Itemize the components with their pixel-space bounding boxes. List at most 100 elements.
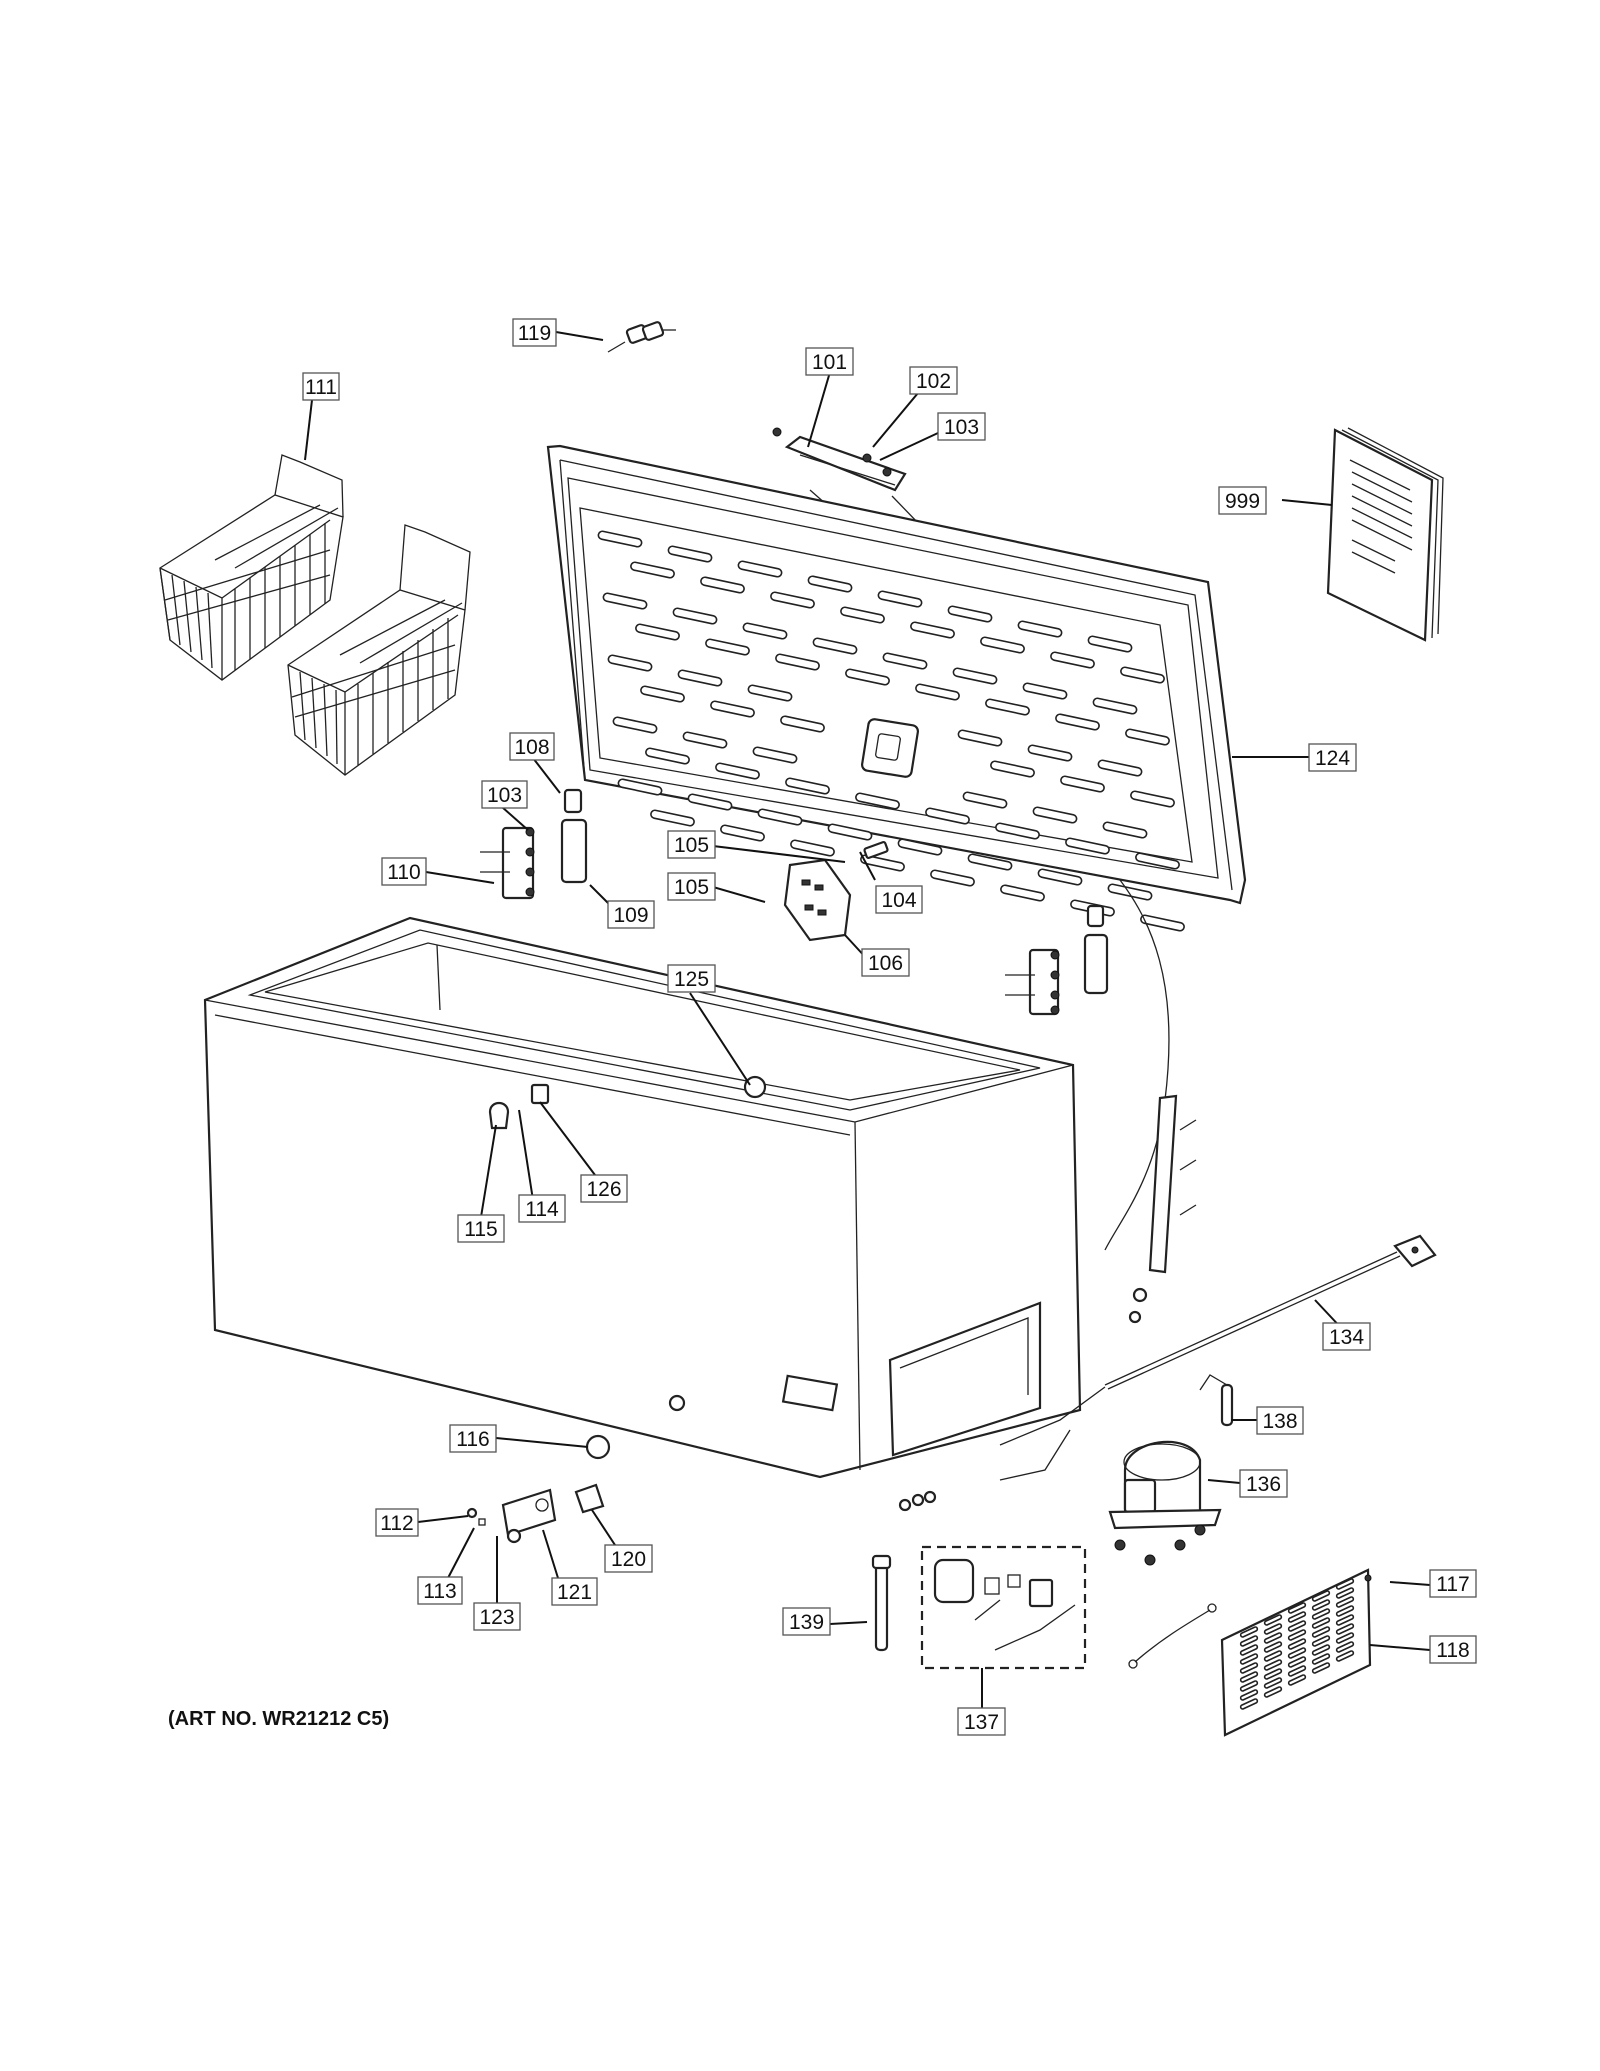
- svg-text:138: 138: [1262, 1410, 1297, 1433]
- grille-vent-slot: [1263, 1614, 1283, 1626]
- lid-part: [546, 444, 1247, 1251]
- grille-vent-slot: [1335, 1587, 1355, 1599]
- callout-112: 112: [375, 1508, 419, 1537]
- svg-text:108: 108: [514, 736, 549, 759]
- svg-text:999: 999: [1225, 490, 1260, 513]
- lid-vent-slot: [602, 592, 648, 610]
- lid-vent-slot: [1135, 852, 1180, 870]
- callout-103-top: 103: [937, 412, 986, 441]
- grille-vent-slot: [1239, 1626, 1259, 1638]
- callout-136: 136: [1239, 1469, 1288, 1498]
- lid-vent-slot: [1097, 759, 1143, 777]
- callout-134: 134: [1322, 1322, 1371, 1351]
- grille-vent-slot: [1239, 1698, 1259, 1710]
- svg-text:113: 113: [423, 1580, 456, 1603]
- svg-text:120: 120: [611, 1548, 646, 1571]
- svg-text:114: 114: [525, 1198, 559, 1221]
- lid-vent-slot: [687, 793, 733, 811]
- electrical-kit-part: [920, 1545, 1087, 1670]
- back-grille-part: [1128, 1568, 1372, 1737]
- grille-vent-slot: [1239, 1671, 1259, 1683]
- lid-vent-slot: [710, 700, 755, 718]
- lid-vent-slot: [840, 606, 885, 624]
- lid-vent-slot: [1087, 635, 1133, 653]
- grille-vent-slot: [1263, 1668, 1283, 1680]
- callout-104: 104: [875, 885, 923, 914]
- condenser-tube-part: [999, 1234, 1437, 1481]
- leader-lines: [304, 331, 1431, 1708]
- grille-vent-slot: [1287, 1665, 1307, 1677]
- callout-101: 101: [805, 347, 854, 376]
- lid-vent-slot: [930, 869, 975, 887]
- callout-137: 137: [957, 1707, 1006, 1736]
- lid-vent-slot: [635, 623, 680, 641]
- grille-vent-slot: [1311, 1653, 1331, 1665]
- callout-139: 139: [782, 1607, 831, 1636]
- grille-vent-slot: [1335, 1632, 1355, 1644]
- lid-vent-slot: [1120, 666, 1165, 684]
- lid-vent-slot: [807, 575, 853, 593]
- lid-vent-slot: [1107, 883, 1153, 901]
- svg-text:119: 119: [518, 322, 551, 345]
- lid-vent-slot: [775, 653, 820, 671]
- callout-110: 110: [381, 857, 427, 886]
- svg-text:106: 106: [868, 952, 903, 975]
- svg-text:125: 125: [674, 968, 709, 991]
- callout-116: 116: [449, 1424, 497, 1453]
- svg-text:103: 103: [944, 416, 979, 439]
- lid-vent-slot: [1065, 837, 1110, 855]
- callout-109: 109: [607, 900, 655, 929]
- lid-vent-slot: [770, 591, 815, 609]
- svg-text:123: 123: [479, 1606, 514, 1629]
- callout-102: 102: [909, 366, 958, 395]
- grille-vent-slot: [1239, 1662, 1259, 1674]
- callout-121: 121: [551, 1577, 598, 1606]
- svg-text:109: 109: [613, 904, 648, 927]
- grille-vent-slot: [1311, 1626, 1331, 1638]
- power-cord-part: [871, 1554, 892, 1652]
- callout-113: 113: [417, 1576, 463, 1605]
- lid-vent-slot: [812, 637, 858, 655]
- lid-vent-slot: [915, 683, 960, 701]
- svg-text:121: 121: [557, 1581, 592, 1604]
- lid-vent-slot: [980, 636, 1025, 654]
- svg-text:105: 105: [674, 834, 709, 857]
- grille-vent-slot: [1239, 1635, 1259, 1647]
- lid-vent-slot: [645, 747, 690, 765]
- lid-vent-slot: [1092, 697, 1138, 715]
- lid-vent-slot: [1032, 806, 1078, 824]
- grille-vent-slot: [1335, 1623, 1355, 1635]
- callout-114: 114: [518, 1194, 566, 1223]
- callout-115: 115: [457, 1214, 505, 1243]
- lid-handle-part: [772, 427, 921, 526]
- lid-vent-slot: [700, 576, 745, 594]
- callout-119: 119: [512, 318, 557, 347]
- grille-vent-slots: [1239, 1578, 1355, 1710]
- svg-text:104: 104: [881, 889, 916, 912]
- svg-text:118: 118: [1436, 1639, 1469, 1662]
- svg-text:134: 134: [1329, 1326, 1364, 1349]
- lid-vent-slot: [677, 669, 723, 687]
- callout-105-top: 105: [667, 830, 716, 859]
- lid-vent-slot: [1000, 884, 1045, 902]
- svg-text:124: 124: [1315, 747, 1350, 770]
- lid-vent-slot: [757, 808, 803, 826]
- callout-117: 117: [1429, 1569, 1477, 1598]
- grille-vent-slot: [1311, 1644, 1331, 1656]
- lid-vent-slot: [672, 607, 718, 625]
- svg-text:137: 137: [964, 1711, 999, 1734]
- callout-108: 108: [509, 732, 555, 761]
- callout-125: 125: [667, 964, 716, 993]
- svg-text:111: 111: [305, 376, 337, 399]
- lid-vent-slot: [1050, 651, 1095, 669]
- grille-vent-slot: [1311, 1599, 1331, 1611]
- lid-vent-slot: [1125, 728, 1170, 746]
- right-hinge-part: [1005, 904, 1109, 1016]
- lid-vent-slot: [607, 654, 653, 672]
- callout-120: 120: [604, 1544, 653, 1573]
- grille-vent-slot: [1311, 1635, 1331, 1647]
- lid-vent-slot: [1022, 682, 1068, 700]
- light-housing-part: [783, 841, 889, 942]
- lid-vent-slot: [855, 792, 900, 810]
- svg-text:102: 102: [916, 370, 951, 393]
